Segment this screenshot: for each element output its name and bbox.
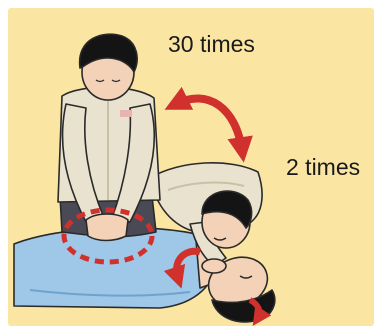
compressions-count-label: 30 times — [168, 31, 255, 58]
breaths-count-label: 2 times — [286, 154, 360, 181]
